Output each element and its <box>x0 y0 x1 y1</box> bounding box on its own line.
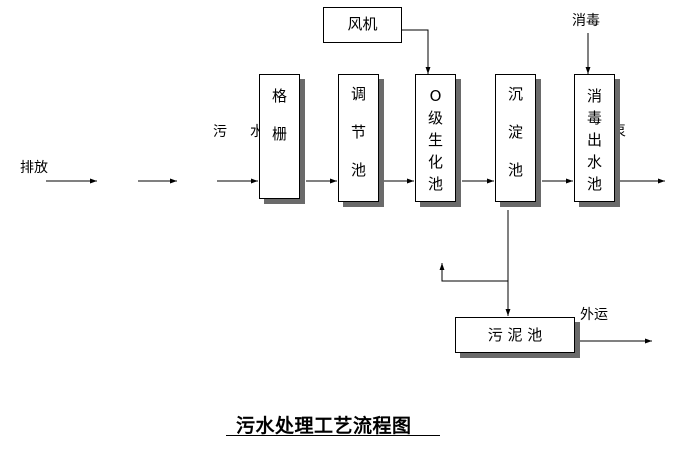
process-unit-disinfection: 消 毒 出 水 池 <box>574 74 615 202</box>
title-underline <box>226 435 440 436</box>
return-line <box>439 263 508 282</box>
diagram-title: 污水处理工艺流程图 <box>236 415 412 437</box>
process-unit-sedimentation-label: 沉 淀 池 <box>507 85 523 179</box>
process-unit-biochem: O 级 生 化 池 <box>415 74 456 202</box>
clipped-right-label: 泵 <box>612 124 626 140</box>
sewage-label: 污 <box>213 124 227 140</box>
process-unit-screen: 格 栅 <box>259 74 300 199</box>
process-unit-sedimentation: 沉 淀 池 <box>495 74 536 202</box>
blower-label: 风机 <box>347 15 378 33</box>
process-unit-screen-label: 格 栅 <box>271 87 287 143</box>
discharge-label: 排放 <box>20 160 48 176</box>
process-unit-equalization: 调 节 池 <box>338 74 379 202</box>
disinfection-label: 消毒 <box>572 13 600 29</box>
blower-box: 风机 <box>323 7 402 43</box>
sludge-tank-box: 污 泥 池 <box>455 317 575 353</box>
process-unit-disinfection-label: 消 毒 出 水 池 <box>586 87 602 193</box>
sludge-tank-label: 污 泥 池 <box>487 326 543 344</box>
process-unit-biochem-label: O 级 生 化 池 <box>427 87 443 193</box>
transport-out-label: 外运 <box>580 307 608 323</box>
process-unit-equalization-label: 调 节 池 <box>350 85 366 179</box>
blower-line <box>402 29 431 74</box>
